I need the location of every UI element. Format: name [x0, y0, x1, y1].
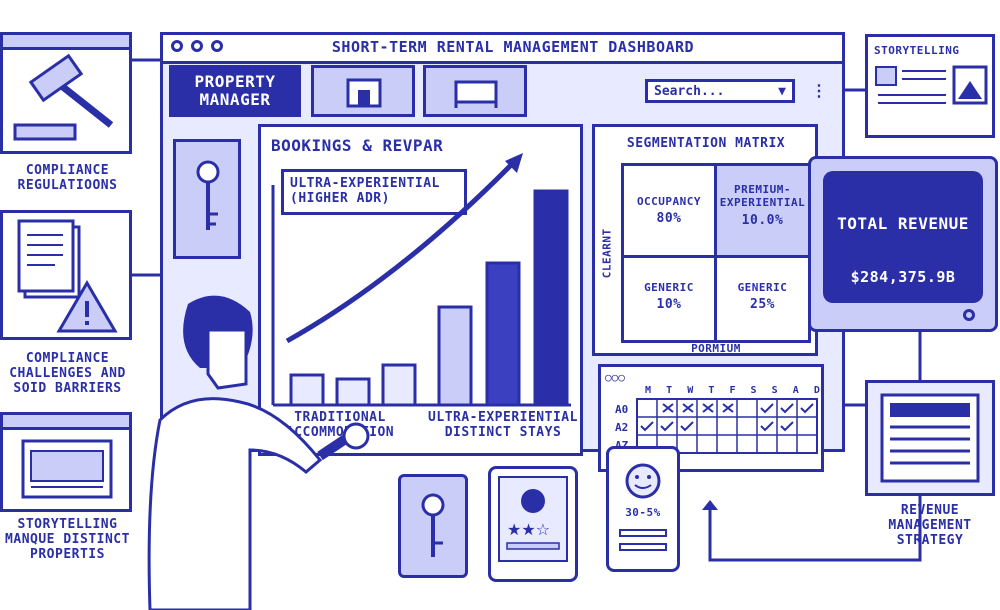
revenue-screen: TOTAL REVENUE $284,375.9B: [823, 171, 983, 303]
cell-value: 80%: [656, 211, 682, 226]
window-dots-icon: ○○○: [605, 371, 625, 384]
segmentation-panel: SEGMENTATION MATRIX CLEARNT OCCUPANCY 80…: [592, 124, 818, 356]
power-icon[interactable]: [963, 309, 975, 321]
matrix-cell: GENERIC 25%: [717, 258, 808, 340]
callout-box: ULTRA-EXPERIENTIAL (HIGHER ADR): [281, 169, 467, 215]
storytelling-left-label: STORYTELLING MANQUE DISTINCT PROPERTIS: [5, 517, 130, 562]
browser-window-icon: [21, 439, 113, 499]
segmentation-title: SEGMENTATION MATRIX: [626, 136, 786, 151]
day-label: F: [729, 385, 736, 396]
more-menu-icon[interactable]: ⋮: [811, 81, 827, 100]
cell-label: PREMIUM-EXPERIENTIAL: [719, 183, 806, 209]
spreadsheet-icon: [880, 393, 980, 483]
cell-value: 10%: [656, 297, 682, 312]
panel-titlebar: [3, 35, 129, 50]
tab-property[interactable]: [311, 65, 415, 117]
phone-reviews: ★★☆: [488, 466, 578, 582]
article-icon: [875, 65, 988, 105]
progress-bar: [619, 543, 667, 551]
day-label: T: [666, 385, 673, 396]
window-title: SHORT-TERM RENTAL MANAGEMENT DASHBOARD: [331, 38, 695, 56]
day-label: W: [687, 385, 694, 396]
search-input[interactable]: Search... ▼: [645, 79, 795, 103]
revenue-value: $284,375.9B: [850, 268, 956, 286]
search-placeholder: Search...: [654, 84, 725, 99]
day-label: M: [645, 385, 652, 396]
cell-label: GENERIC: [737, 281, 788, 294]
storytelling-left-panel: [0, 412, 132, 512]
person-illustration: [147, 295, 370, 610]
strategy-panel: [865, 380, 995, 496]
matrix-cell: OCCUPANCY 80%: [624, 166, 717, 258]
window-control-icon[interactable]: [171, 40, 183, 52]
revenue-label: TOTAL REVENUE: [837, 214, 969, 233]
bed-icon: [454, 80, 498, 108]
panel-titlebar: [3, 415, 129, 430]
svg-text:★★☆: ★★☆: [507, 520, 550, 539]
matrix-cell: PREMIUM-EXPERIENTIAL 10.0%: [717, 166, 808, 258]
row-label: A0: [615, 403, 629, 416]
bookings-panel: BOOKINGS & REVPAR ULTRA-EXPERIENTIAL (HI…: [258, 124, 583, 456]
window-control-icon[interactable]: [191, 40, 203, 52]
compliance-panel: [0, 32, 132, 154]
matrix-cell: GENERIC 10%: [624, 258, 717, 340]
window-control-icon[interactable]: [211, 40, 223, 52]
cell-label: GENERIC: [644, 281, 694, 294]
revenue-monitor: TOTAL REVENUE $284,375.9B: [808, 156, 998, 332]
day-label: A: [792, 385, 799, 396]
day-label: S: [750, 385, 757, 396]
bookings-title: BOOKINGS & REVPAR: [271, 136, 444, 155]
key-icon: [421, 493, 445, 557]
callout-text: ULTRA-EXPERIENTIAL (HIGHER ADR): [290, 176, 440, 206]
compliance-label: COMPLIANCE REGULATIOONS: [17, 163, 118, 193]
calendar-days: M T W T F S S A D: [645, 385, 820, 396]
key-card-bottom: [398, 474, 468, 578]
challenges-panel: [0, 210, 132, 340]
tab-property-manager[interactable]: PROPERTY MANAGER: [169, 65, 301, 117]
tab-furniture[interactable]: [423, 65, 527, 117]
calendar-grid: [636, 398, 818, 454]
review-stars-icon: ★★☆: [498, 476, 568, 562]
day-label: T: [708, 385, 715, 396]
chevron-down-icon[interactable]: ▼: [778, 84, 786, 99]
document-warning-icon: [17, 219, 118, 333]
label-ultra: ULTRA-EXPERIENTIAL DISTINCT STAYS: [428, 410, 578, 440]
strategy-label: REVENUE MANAGEMENT STRATEGY: [888, 503, 972, 548]
phone-satisfaction: 30-5%: [606, 446, 680, 572]
segmentation-y-axis: CLEARNT: [600, 228, 614, 279]
smiley-icon: [625, 463, 661, 499]
key-icon: [196, 160, 220, 230]
segmentation-x-axis: PORMIUM: [691, 342, 741, 355]
bookings-chart: [271, 153, 571, 407]
cell-label: OCCUPANCY: [636, 195, 702, 208]
challenges-label: COMPLIANCE CHALLENGES AND SOID BARRIERS: [9, 351, 126, 396]
day-label: D: [813, 385, 820, 396]
storytelling-right-panel: STORYTELLING: [865, 34, 995, 138]
key-card: [173, 139, 241, 259]
matrix-grid: OCCUPANCY 80% PREMIUM-EXPERIENTIAL 10.0%…: [621, 163, 811, 343]
cell-value: 10.0%: [741, 213, 784, 228]
phone-percent: 30-5%: [625, 506, 661, 519]
window-titlebar: SHORT-TERM RENTAL MANAGEMENT DASHBOARD: [163, 35, 842, 64]
house-icon: [346, 78, 382, 108]
gavel-icon: [13, 53, 114, 141]
day-label: S: [771, 385, 778, 396]
row-label: A2: [615, 421, 629, 434]
tab-label: PROPERTY MANAGER: [194, 72, 276, 110]
progress-bar: [619, 529, 667, 537]
storytelling-title: STORYTELLING: [874, 44, 960, 57]
cell-value: 25%: [750, 297, 775, 312]
